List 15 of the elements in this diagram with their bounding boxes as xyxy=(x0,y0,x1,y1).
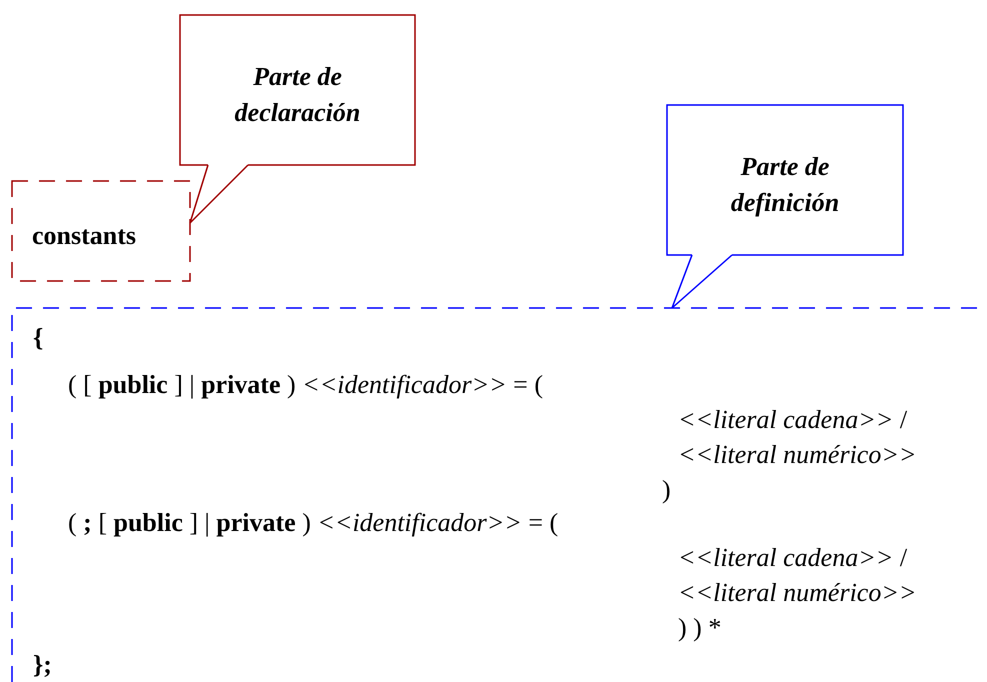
code-line: <<literal cadena>> / xyxy=(678,543,908,573)
callout-pointer xyxy=(671,254,733,309)
keyword: constants xyxy=(32,221,136,251)
callout-text: Parte de definición xyxy=(730,151,840,219)
code-line: }; xyxy=(33,650,52,680)
code-line: ( ; [ public ] | private ) <<identificador>> = ( xyxy=(68,508,558,538)
code-line: <<literal numérico>> xyxy=(678,440,916,470)
callout-text: Parte de declaración xyxy=(234,61,362,129)
code-line: <<literal cadena>> / xyxy=(678,405,908,435)
code-line: ( [ public ] | private ) <<identificador>> = ( xyxy=(68,370,543,400)
code-line: ) xyxy=(662,475,671,505)
code-line: <<literal numérico>> xyxy=(678,578,916,608)
callout-pointer xyxy=(189,164,249,224)
code-line: ) ) * xyxy=(678,613,722,643)
code-line: { xyxy=(33,323,44,353)
